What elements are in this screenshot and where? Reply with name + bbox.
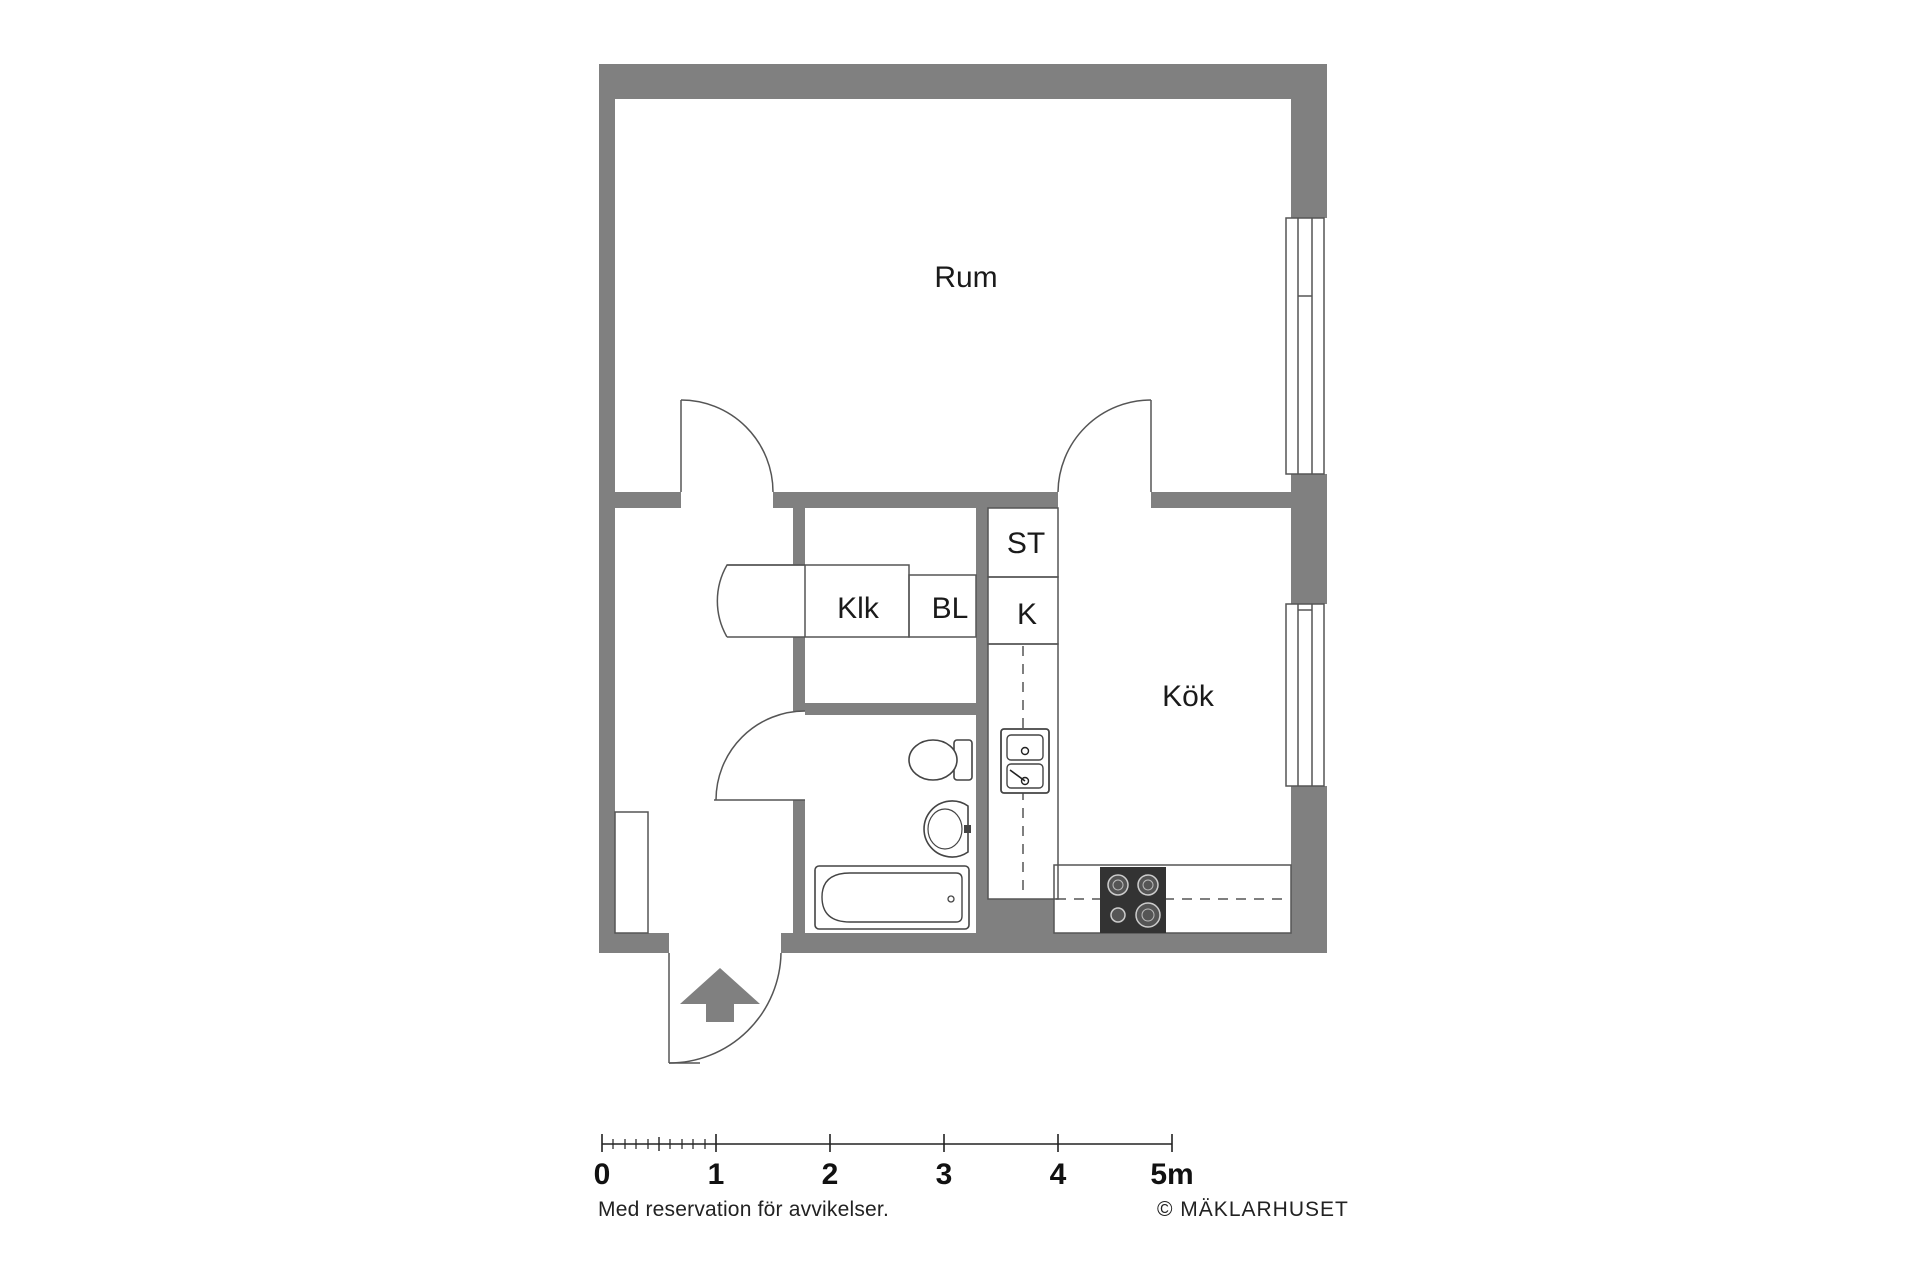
room-label-k: K	[1017, 598, 1037, 631]
scale-label-5m: 5m	[1150, 1158, 1193, 1191]
copyright-text: © MÄKLARHUSET	[1157, 1198, 1349, 1221]
outer-wall-bottom-right	[781, 933, 1327, 953]
kitchen-counter-bottom	[1053, 864, 1292, 934]
inner-wall-rum-middle	[773, 492, 1058, 508]
scale-label-0: 0	[594, 1158, 611, 1191]
outer-wall-right-lower	[1291, 786, 1327, 953]
doors	[668, 399, 1152, 1064]
kitchen-wall-nook	[988, 899, 1054, 933]
window-kitchen	[1285, 603, 1325, 787]
door-kitchen	[1057, 399, 1152, 493]
entrance-arrow-icon	[680, 968, 760, 1022]
washbasin-icon	[923, 800, 971, 858]
room-label-kok: Kök	[1162, 680, 1215, 713]
outer-wall-bottom-left	[599, 933, 669, 953]
door-closet	[716, 564, 805, 638]
inner-wall-hall-upper	[793, 508, 805, 565]
inner-wall-bath-kitchen	[976, 508, 988, 933]
window-rum	[1285, 217, 1325, 475]
toilet-icon	[908, 739, 973, 781]
outer-wall-right-middle	[1291, 474, 1327, 604]
bathtub-icon	[814, 865, 970, 930]
scale-label-1: 1	[708, 1158, 725, 1191]
outer-wall-left	[599, 64, 615, 953]
scale-label-2: 2	[822, 1158, 839, 1191]
door-entrance	[668, 952, 782, 1064]
room-label-klk: Klk	[837, 592, 880, 625]
room-label-rum: Rum	[934, 261, 997, 294]
kitchen-counter	[987, 643, 1059, 900]
inner-wall-closet-bath	[805, 703, 980, 715]
walls	[599, 64, 1327, 953]
windows	[1285, 217, 1325, 787]
door-rum	[680, 399, 774, 493]
fixtures	[614, 507, 1292, 1022]
room-labels: Rum Kök Klk BL ST K	[837, 261, 1215, 713]
disclaimer-text: Med reservation för avvikelser.	[598, 1198, 889, 1221]
inner-wall-hall-middle	[793, 637, 805, 711]
outer-wall-top	[599, 64, 1327, 99]
room-label-st: ST	[1007, 527, 1045, 560]
hall-wardrobe	[614, 811, 649, 934]
scale-label-3: 3	[936, 1158, 953, 1191]
inner-wall-rum-left	[615, 492, 681, 508]
closet-bl	[908, 574, 977, 638]
outer-wall-right-upper	[1291, 64, 1327, 218]
inner-wall-rum-right	[1151, 492, 1291, 508]
sink-icon	[1000, 728, 1050, 794]
room-label-bl: BL	[932, 592, 969, 625]
scale-label-4: 4	[1050, 1158, 1067, 1191]
scale-bar: 0 1 2 3 4 5m	[594, 1134, 1194, 1191]
door-bathroom	[714, 710, 806, 801]
stove-icon	[1100, 867, 1166, 933]
inner-wall-hall-lower	[793, 800, 805, 933]
